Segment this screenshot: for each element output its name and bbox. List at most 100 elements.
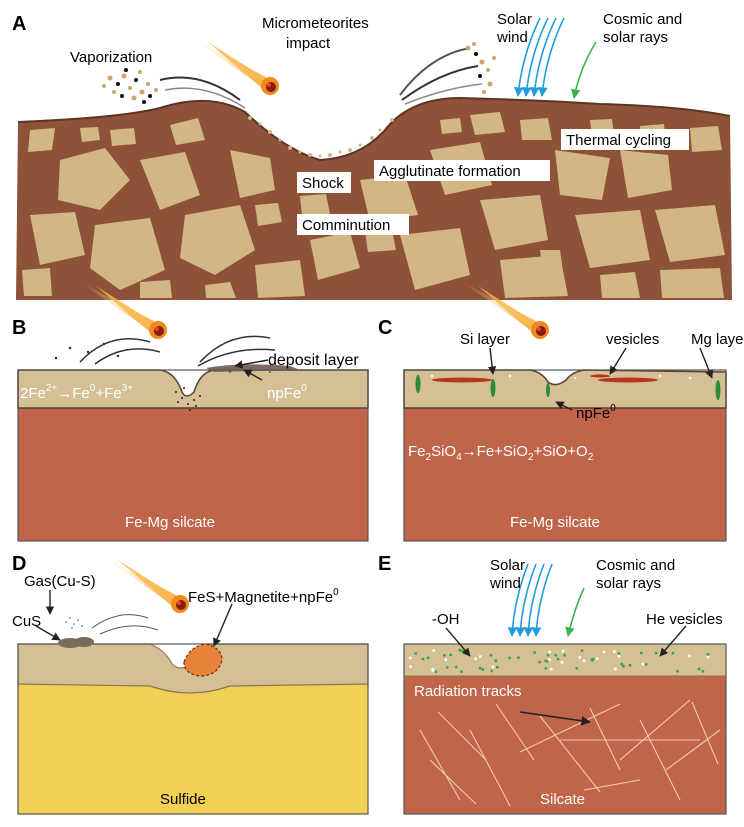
he-vesicle-dot [613,650,616,654]
oh-dot [620,662,624,666]
oh-dot [676,669,679,673]
radiation-tracks [419,699,721,807]
reaction-equation: Fe2SiO4→Fe+SiO2+SiO+O2 [408,443,594,463]
panel-e: E So [378,553,727,815]
oh-dot [701,669,705,673]
gas-label: Gas(Cu-S) [24,573,96,590]
cus-label: CuS [12,613,41,630]
oh-dot [434,670,438,674]
npfe-label: npFe0 [576,403,616,422]
substrate-label: Fe-Mg silcate [510,514,600,531]
he-vesicle-dot [474,657,477,661]
cosmic-ray-arrow [570,41,597,99]
panel-a: A [12,11,732,300]
oh-dot [563,653,566,657]
oh-dot [556,657,560,661]
oh-dot [538,660,541,664]
he-vesicle-dot [602,650,606,654]
cosmic-ray-arrow [565,587,585,637]
oh-dot [489,653,493,657]
he-vesicle-dot [613,667,617,671]
he-vesicles-label: He vesicles [646,611,723,628]
oh-dot [654,651,658,655]
mg-layer-inclusions [415,375,721,400]
oh-dot [517,656,520,660]
panel-a-letter: A [12,13,26,35]
micrometeorites-label: Micrometeorites [262,15,369,32]
panel-b-letter: B [12,317,26,339]
oh-dot [544,659,547,663]
he-vesicle-dot [641,662,645,666]
oh-dot [671,651,675,655]
solar-wind-label-line2: wind [496,29,528,46]
cosmic-rays-label: Cosmic and [596,557,675,574]
regolith-clasts [22,112,725,298]
oh-dot [697,667,701,671]
vesicles-label: vesicles [606,331,659,348]
fes-magnetite-blob [183,643,223,677]
oh-dot [639,651,643,655]
he-vesicle-dot [431,669,435,672]
he-vesicle-dot [444,658,448,662]
meteor-icon [102,556,189,613]
cosmic-rays-label: Cosmic and [603,11,682,28]
he-vesicle-dot [706,655,710,659]
panel-d-letter: D [12,553,26,575]
he-vesicle-dot [548,658,551,662]
panel-c-letter: C [378,317,392,339]
oh-label: -OH [432,611,460,628]
solar-wind-arrows [507,563,553,637]
he-vesicle-dot [561,649,565,653]
ejecta-dots-b [54,342,120,360]
micrometeorites-label-line2: impact [286,35,331,52]
oh-dot [628,663,632,667]
oh-dot [617,652,621,655]
panel-d: D Gas(Cu-S) CuS FeS+Magnetite+npFe0 Sulf… [12,553,369,815]
substrate-label: Sulfide [160,791,206,808]
oh-dot [622,664,625,668]
oh-and-he-dots [408,648,710,674]
oh-dot [481,668,485,671]
oh-dot [575,666,579,670]
solar-wind-label: Solar [497,11,532,28]
substrate-label: Fe-Mg silcate [125,514,215,531]
he-vesicle-dot [582,659,586,663]
he-vesicle-dot [409,665,413,668]
he-vesicle-dot [578,655,582,659]
he-vesicle-dot [478,655,482,658]
oh-dot [490,669,494,673]
shock-label: Shock [302,175,344,192]
oh-dot [591,658,594,662]
he-vesicle-dot [549,667,553,671]
oh-dot [546,653,550,657]
gas-particles [65,617,83,629]
oh-dot [449,653,453,657]
he-vesicle-dot [491,665,495,669]
oh-dot [442,654,446,657]
mg-layer-label: Mg layer [691,331,744,348]
solar-wind-label-line2: wind [489,575,521,592]
oh-dot [495,665,499,669]
meteor-icon [192,38,279,95]
oh-dot [458,648,462,652]
si-layer-label: Si layer [460,331,510,348]
he-vesicle-dot [408,656,412,660]
he-vesicle-dot [617,654,621,658]
oh-dot [706,652,710,656]
oh-dot [544,667,548,670]
vaporization-cloud [102,68,158,104]
vesicles [430,374,692,380]
he-vesicle-dot [688,654,691,658]
solar-wind-arrows [514,17,565,97]
oh-dot [421,657,425,661]
vaporization-label: Vaporization [70,49,152,66]
oh-dot [460,670,463,674]
cosmic-rays-label-line2: solar rays [603,29,668,46]
oh-dot [644,663,648,666]
he-vesicle-dot [595,657,599,661]
oh-dot [494,659,498,663]
panel-b: B deposit layer 2Fe2+→Fe0+Fe3+ npFe0 Fe-… [12,282,369,542]
thermal-cycling-label: Thermal cycling [566,132,671,149]
ejecta-particles [465,42,496,94]
